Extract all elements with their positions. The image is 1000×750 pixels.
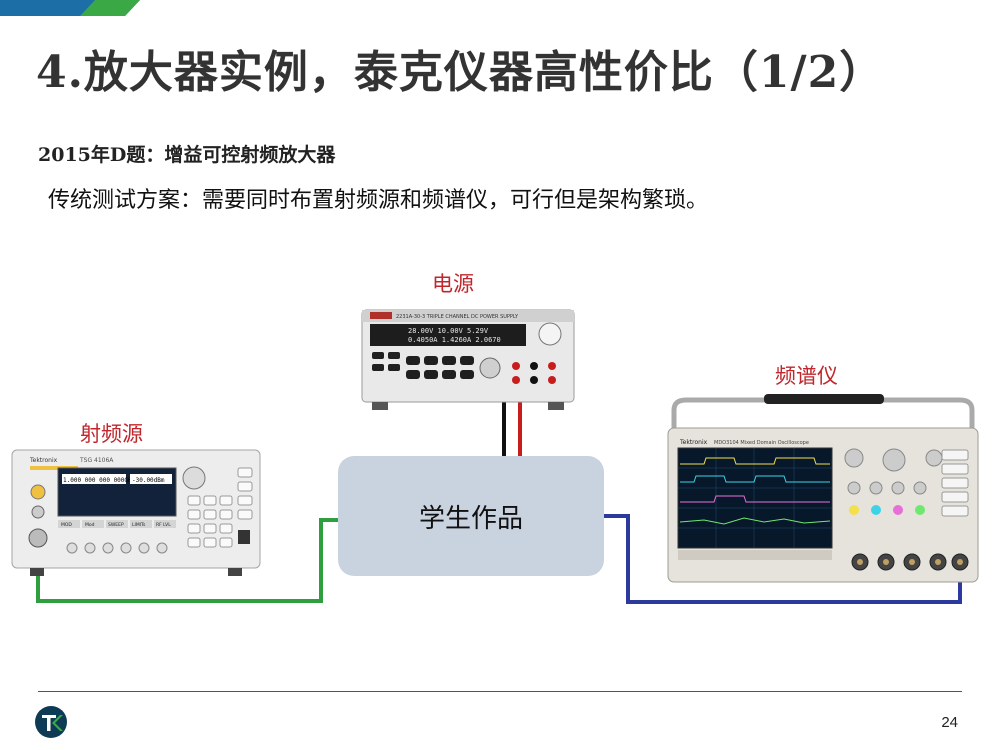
blue-cable <box>604 514 962 604</box>
rf-softkey-4: RF LVL <box>156 522 171 528</box>
student-work-box: 学生作品 <box>338 456 604 576</box>
rf-source-label: 射频源 <box>80 422 143 446</box>
page-number: 24 <box>941 714 958 731</box>
rf-source-image: Tektronix TSG 4106A 1.000 000 000 000GHz… <box>11 449 261 576</box>
power-model-text: 2231A-30-3 TRIPLE CHANNEL DC POWER SUPPL… <box>396 314 519 320</box>
power-supply-image: 2231A-30-3 TRIPLE CHANNEL DC POWER SUPPL… <box>361 309 575 410</box>
power-display-line1: 28.00V 10.00V 5.29V <box>408 327 489 335</box>
tk-logo-icon <box>35 706 67 738</box>
rf-brand-text: Tektronix <box>29 457 58 464</box>
rf-freq-text: 1.000 000 000 000GHz <box>63 477 136 484</box>
spectrum-analyzer-image: Tektronix MDO3104 Mixed Domain Oscillosc… <box>667 394 979 583</box>
slide-description: 传统测试方案：需要同时布置射频源和频谱仪，可行但是架构繁琐。 <box>48 188 709 213</box>
corner-accent <box>0 0 140 16</box>
mdo-brand-text: Tektronix <box>679 439 708 446</box>
slide-title: 4.放大器实例，泰克仪器高性价比（1/2） <box>36 47 885 98</box>
footer-divider <box>38 691 962 692</box>
spectrum-analyzer-label: 频谱仪 <box>775 364 838 388</box>
power-display-line2: 0.4050A 1.4260A 2.0670 <box>408 336 501 344</box>
power-supply-label: 电源 <box>432 272 474 296</box>
rf-model-text: TSG 4106A <box>79 457 114 464</box>
rf-softkey-2: SWEEP <box>108 522 124 528</box>
rf-softkey-3: LIMITs <box>132 522 146 528</box>
green-cable <box>36 518 338 603</box>
rf-softkey-0: MOD <box>61 522 72 528</box>
rf-softkey-1: Mod <box>85 522 95 528</box>
student-work-label: 学生作品 <box>418 502 523 533</box>
mdo-model-text: MDO3104 Mixed Domain Oscilloscope <box>714 440 809 446</box>
slide-subtitle: 2015年D题：增益可控射频放大器 <box>38 144 336 166</box>
rf-amp-text: -30.00dBm <box>132 477 165 484</box>
